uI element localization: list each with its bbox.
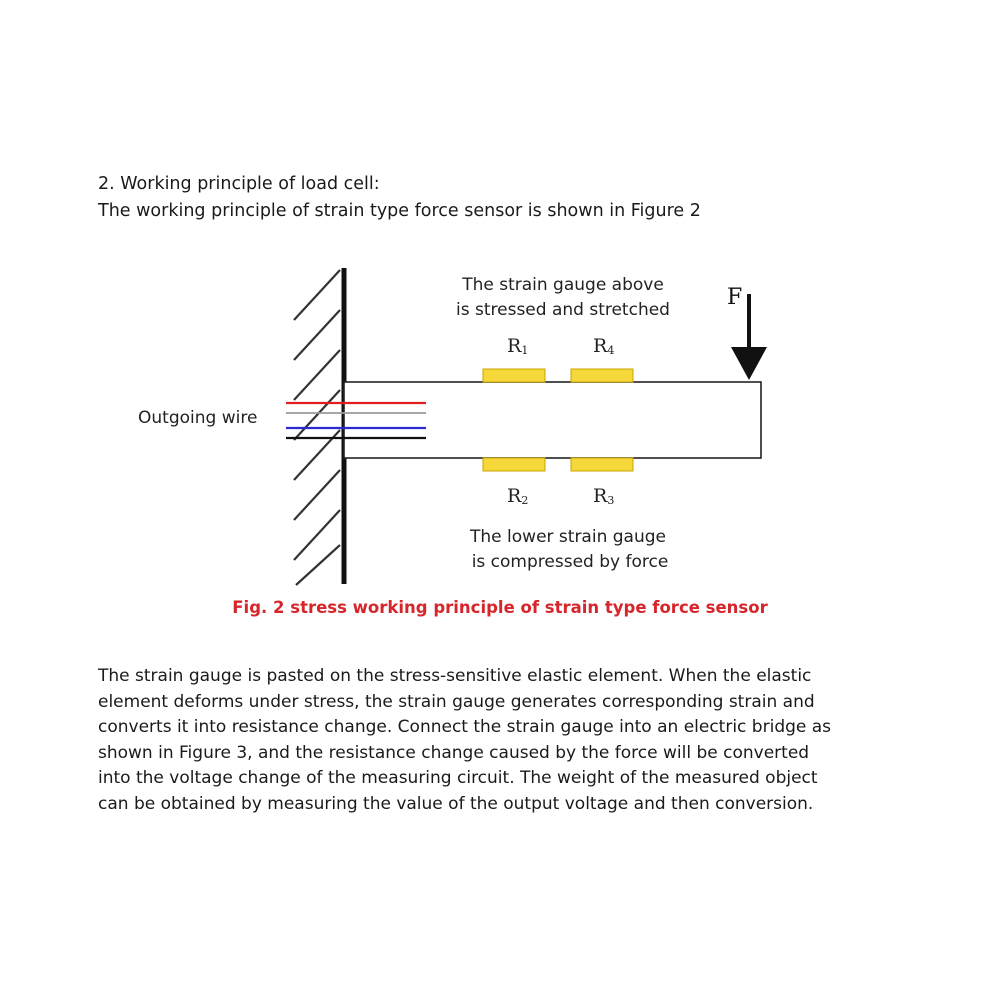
elastic-beam xyxy=(343,381,762,459)
strain-gauge-r2 xyxy=(482,457,546,472)
bottom-note-line-2: is compressed by force xyxy=(472,552,669,572)
paragraph-line: element deforms under stress, the strain… xyxy=(98,691,815,712)
strain-gauge-r1 xyxy=(482,368,546,383)
strain-gauge-r4 xyxy=(570,368,634,383)
top-note-line-1: The strain gauge above xyxy=(461,275,664,295)
outgoing-wires xyxy=(286,401,426,440)
label-r2: R2 xyxy=(507,485,528,507)
force-arrow xyxy=(731,294,767,380)
label-r3: R3 xyxy=(593,485,614,507)
strain-gauge-r3 xyxy=(570,457,634,472)
paragraph-line: shown in Figure 3, and the resistance ch… xyxy=(98,742,810,763)
outgoing-wire-label: Outgoing wire xyxy=(138,408,257,428)
top-note-line-2: is stressed and stretched xyxy=(456,300,670,320)
paragraph-line: into the voltage change of the measuring… xyxy=(98,768,818,788)
paragraph-line: can be obtained by measuring the value o… xyxy=(98,793,814,814)
paragraph-line: The strain gauge is pasted on the stress… xyxy=(98,666,812,686)
paragraph-line: converts it into resistance change. Conn… xyxy=(98,717,832,737)
figure-caption: Fig. 2 stress working principle of strai… xyxy=(232,598,768,617)
bottom-note-line-1: The lower strain gauge xyxy=(469,527,666,547)
label-r1: R1 xyxy=(507,335,528,357)
force-label: F xyxy=(727,285,742,310)
wall-hatching xyxy=(293,269,341,586)
explanation-paragraph: The strain gauge is pasted on the stress… xyxy=(98,664,918,817)
section-heading: 2. Working principle of load cell: xyxy=(98,174,380,194)
section-intro: The working principle of strain type for… xyxy=(98,201,701,221)
label-r4: R4 xyxy=(593,335,614,357)
